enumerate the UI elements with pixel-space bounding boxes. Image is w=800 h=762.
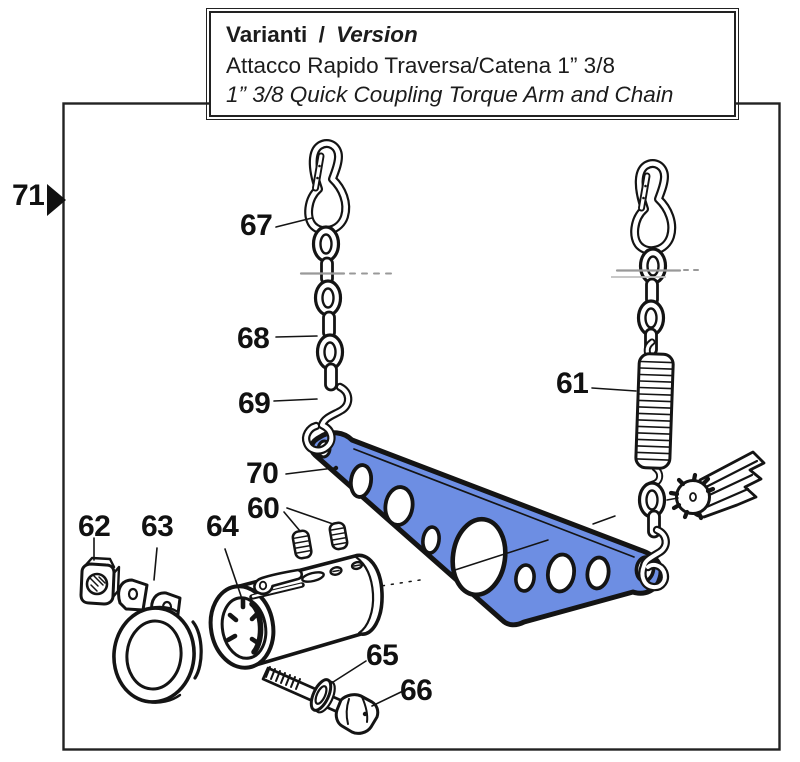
coupling-sleeve	[208, 553, 384, 670]
latch-springs	[291, 521, 349, 560]
clamp-bracket	[112, 578, 203, 704]
spline-shaft-icon	[666, 450, 766, 521]
snap-hook-left-icon	[309, 143, 346, 230]
bolt-washer	[261, 666, 380, 735]
part-label-71: 71	[12, 179, 45, 212]
quick-release-latch	[249, 568, 305, 600]
right-chain-assembly	[611, 163, 704, 539]
variant-subtitle-english: 1” 3/8 Quick Coupling Torque Arm and Cha…	[226, 82, 674, 107]
variant-title-separator: /	[318, 22, 325, 47]
tension-spring	[634, 338, 675, 501]
part-label-66: 66	[400, 674, 433, 707]
square-nut	[79, 556, 121, 606]
snap-hook-right-icon	[635, 163, 672, 250]
part-label-62: 62	[78, 510, 111, 543]
s-hook-right-icon	[638, 525, 670, 592]
leader-lines	[93, 217, 637, 707]
part-label-68: 68	[237, 322, 270, 355]
left-chain-assembly	[299, 143, 393, 392]
item-71-arrow-marker	[47, 184, 66, 216]
variant-title-box: Varianti / Version Attacco Rapido Traver…	[206, 8, 739, 120]
variant-title-line: Varianti / Version	[226, 19, 734, 51]
part-label-60: 60	[247, 492, 280, 525]
part-label-63: 63	[141, 510, 174, 543]
variant-title-italian: Varianti	[226, 22, 308, 47]
s-hook-left-icon	[301, 382, 353, 455]
variant-subtitle-italian: Attacco Rapido Traversa/Catena 1” 3/8	[226, 53, 615, 78]
variant-title-english: Version	[336, 22, 418, 47]
part-label-67: 67	[240, 209, 273, 242]
part-label-61: 61	[556, 367, 589, 400]
chain-break-line-right	[611, 269, 704, 278]
part-label-70: 70	[246, 457, 279, 490]
part-label-64: 64	[206, 510, 239, 543]
part-label-69: 69	[238, 387, 271, 420]
axis-lines	[367, 515, 616, 589]
part-label-65: 65	[366, 639, 399, 672]
